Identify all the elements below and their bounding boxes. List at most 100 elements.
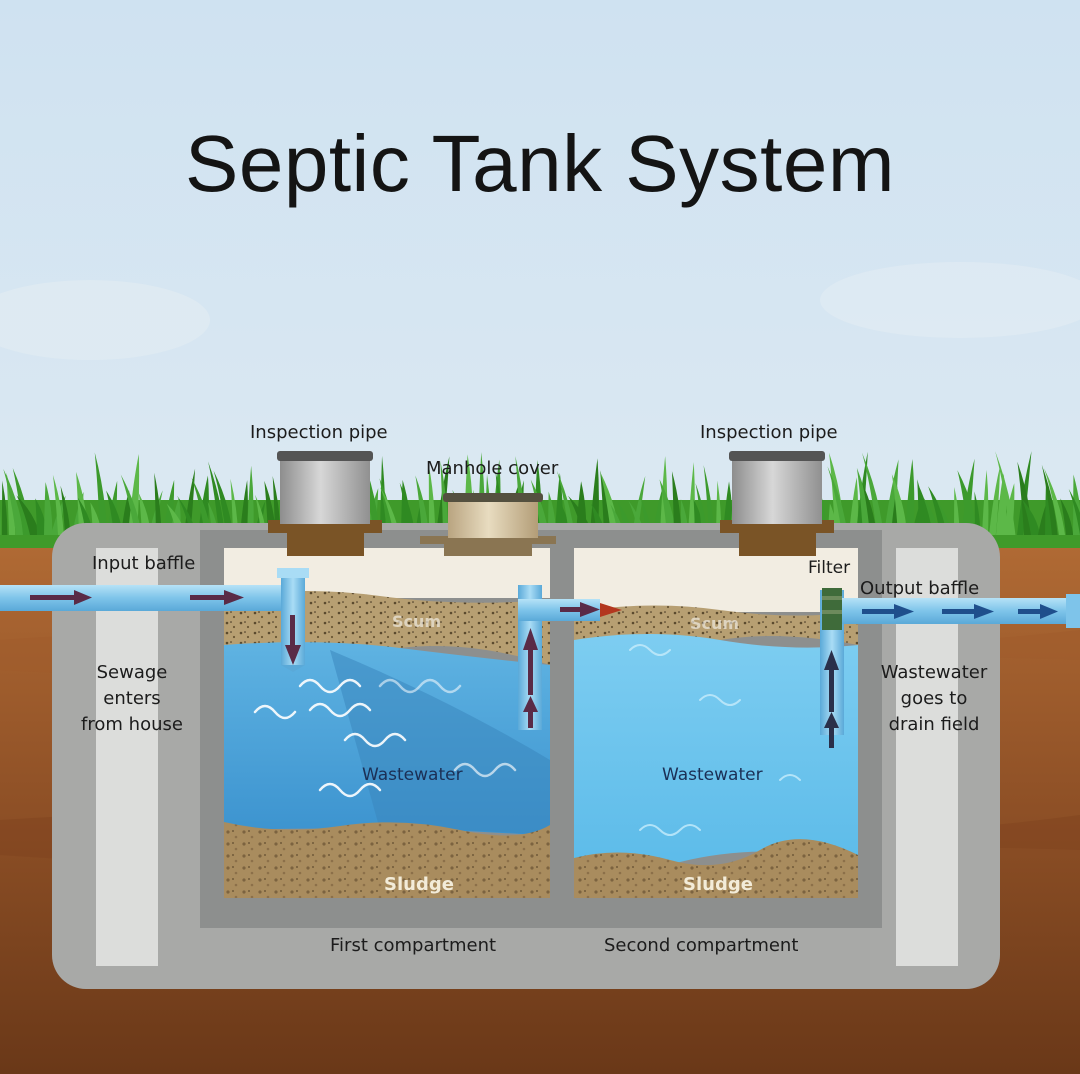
- flow-arrow: [224, 590, 244, 605]
- grass-blade: [827, 466, 848, 535]
- output-pipe: [842, 594, 1080, 628]
- grass-blade: [230, 478, 239, 535]
- cloud: [0, 280, 210, 360]
- grass-blade: [555, 472, 563, 535]
- label-line: from house: [81, 714, 183, 735]
- label-wastewater-second: Wastewater: [662, 765, 763, 785]
- riser-body: [732, 456, 822, 524]
- label-line: enters: [103, 688, 161, 709]
- grass-blade: [982, 469, 989, 535]
- sludge-first: [224, 822, 550, 898]
- grass-blade: [600, 472, 620, 535]
- grass-blade: [671, 471, 682, 535]
- water-second: [574, 634, 858, 872]
- flow-arrow: [824, 712, 839, 728]
- grass-blade: [247, 465, 254, 535]
- grass-blade: [974, 491, 981, 535]
- label-input-baffle: Input baffle: [92, 553, 196, 574]
- grass-blade: [1044, 468, 1066, 535]
- riser-base: [720, 520, 834, 556]
- flow-arrow: [528, 650, 533, 695]
- grass-blade: [891, 474, 908, 535]
- ripple: [639, 824, 701, 836]
- ripple: [779, 774, 801, 781]
- riser-lid: [729, 451, 825, 461]
- grass-blade: [917, 479, 926, 535]
- riser-lid: [277, 451, 373, 461]
- grass-blade: [94, 452, 108, 535]
- flow-arrow: [580, 602, 600, 617]
- grass-blade: [556, 470, 575, 535]
- label-scum-right: Scum: [690, 614, 740, 633]
- label-inspection-pipe-left: Inspection pipe: [250, 422, 388, 443]
- flow-arrow: [829, 728, 834, 748]
- riser-base: [268, 520, 382, 556]
- flow-arrow: [523, 696, 538, 712]
- label-line: drain field: [888, 714, 980, 735]
- label-sludge-first: Sludge: [384, 874, 454, 895]
- label-wastewater-goes: Wastewater goes to drain field: [872, 660, 996, 738]
- label-line: Wastewater: [880, 662, 988, 683]
- input-baffle-tip: [281, 665, 305, 672]
- transfer-pipe: [518, 585, 622, 730]
- sludge-second: [574, 839, 858, 898]
- grass-blade: [44, 481, 53, 535]
- flow-arrows-output: [862, 604, 1058, 619]
- grass-blade: [862, 452, 884, 535]
- manhole-base: [420, 536, 556, 556]
- inspection-pipe-left-shape: [268, 451, 382, 556]
- inspection-pipe-right-shape: [720, 451, 834, 556]
- flow-arrow: [290, 615, 295, 645]
- flow-arrows-filter: [824, 650, 839, 748]
- grass-blade: [52, 474, 64, 535]
- flow-arrows-transfer: [523, 602, 600, 728]
- grass-blade: [905, 459, 915, 535]
- ripple: [629, 644, 671, 656]
- grass-blade: [954, 486, 960, 535]
- input-baffle-cap: [277, 568, 309, 578]
- grass-blade: [659, 479, 676, 535]
- grass-blade: [862, 483, 877, 535]
- ripple: [453, 762, 517, 778]
- grass-blade: [1060, 498, 1074, 535]
- flow-arrows-input: [30, 590, 301, 665]
- flow-arrow: [285, 645, 301, 665]
- grass-blade: [600, 470, 611, 535]
- water-ripples-second: [629, 644, 801, 836]
- transfer-outlet: [600, 603, 622, 617]
- label-sewage-enters: Sewage enters from house: [70, 660, 194, 738]
- grass-blade: [208, 461, 225, 535]
- page-title: Septic Tank System: [184, 119, 896, 208]
- filter-cartridge: [822, 588, 842, 630]
- label-second-compartment: Second compartment: [604, 935, 799, 956]
- label-first-compartment: First compartment: [330, 935, 497, 956]
- output-pipe-rim: [1066, 594, 1080, 628]
- input-pipe: [0, 568, 309, 672]
- grass-blade: [120, 474, 142, 535]
- grass-blade: [60, 485, 71, 535]
- divider-wall: [550, 540, 574, 920]
- label-output-baffle: Output baffle: [860, 578, 980, 599]
- manhole-cover-shape: [420, 493, 556, 556]
- grass-blade: [2, 480, 8, 535]
- grass-blade: [154, 472, 162, 535]
- grass-blade: [716, 480, 722, 535]
- grass-blade: [16, 495, 40, 535]
- grass-blade: [1022, 499, 1040, 535]
- label-scum-left: Scum: [392, 612, 442, 631]
- filter-assembly: [820, 588, 844, 748]
- flow-arrow: [1040, 604, 1058, 619]
- grass-blade: [928, 486, 949, 535]
- flow-arrow: [974, 604, 994, 619]
- grass-blade: [428, 464, 436, 535]
- flow-arrow: [190, 595, 224, 600]
- flow-arrow: [30, 595, 74, 600]
- label-sludge-second: Sludge: [683, 874, 753, 895]
- riser-body: [280, 456, 370, 524]
- grass-blade: [1041, 464, 1058, 535]
- flow-arrow: [862, 609, 896, 614]
- ripple: [378, 678, 462, 694]
- grass-blade: [1068, 488, 1080, 535]
- ripple: [308, 702, 372, 718]
